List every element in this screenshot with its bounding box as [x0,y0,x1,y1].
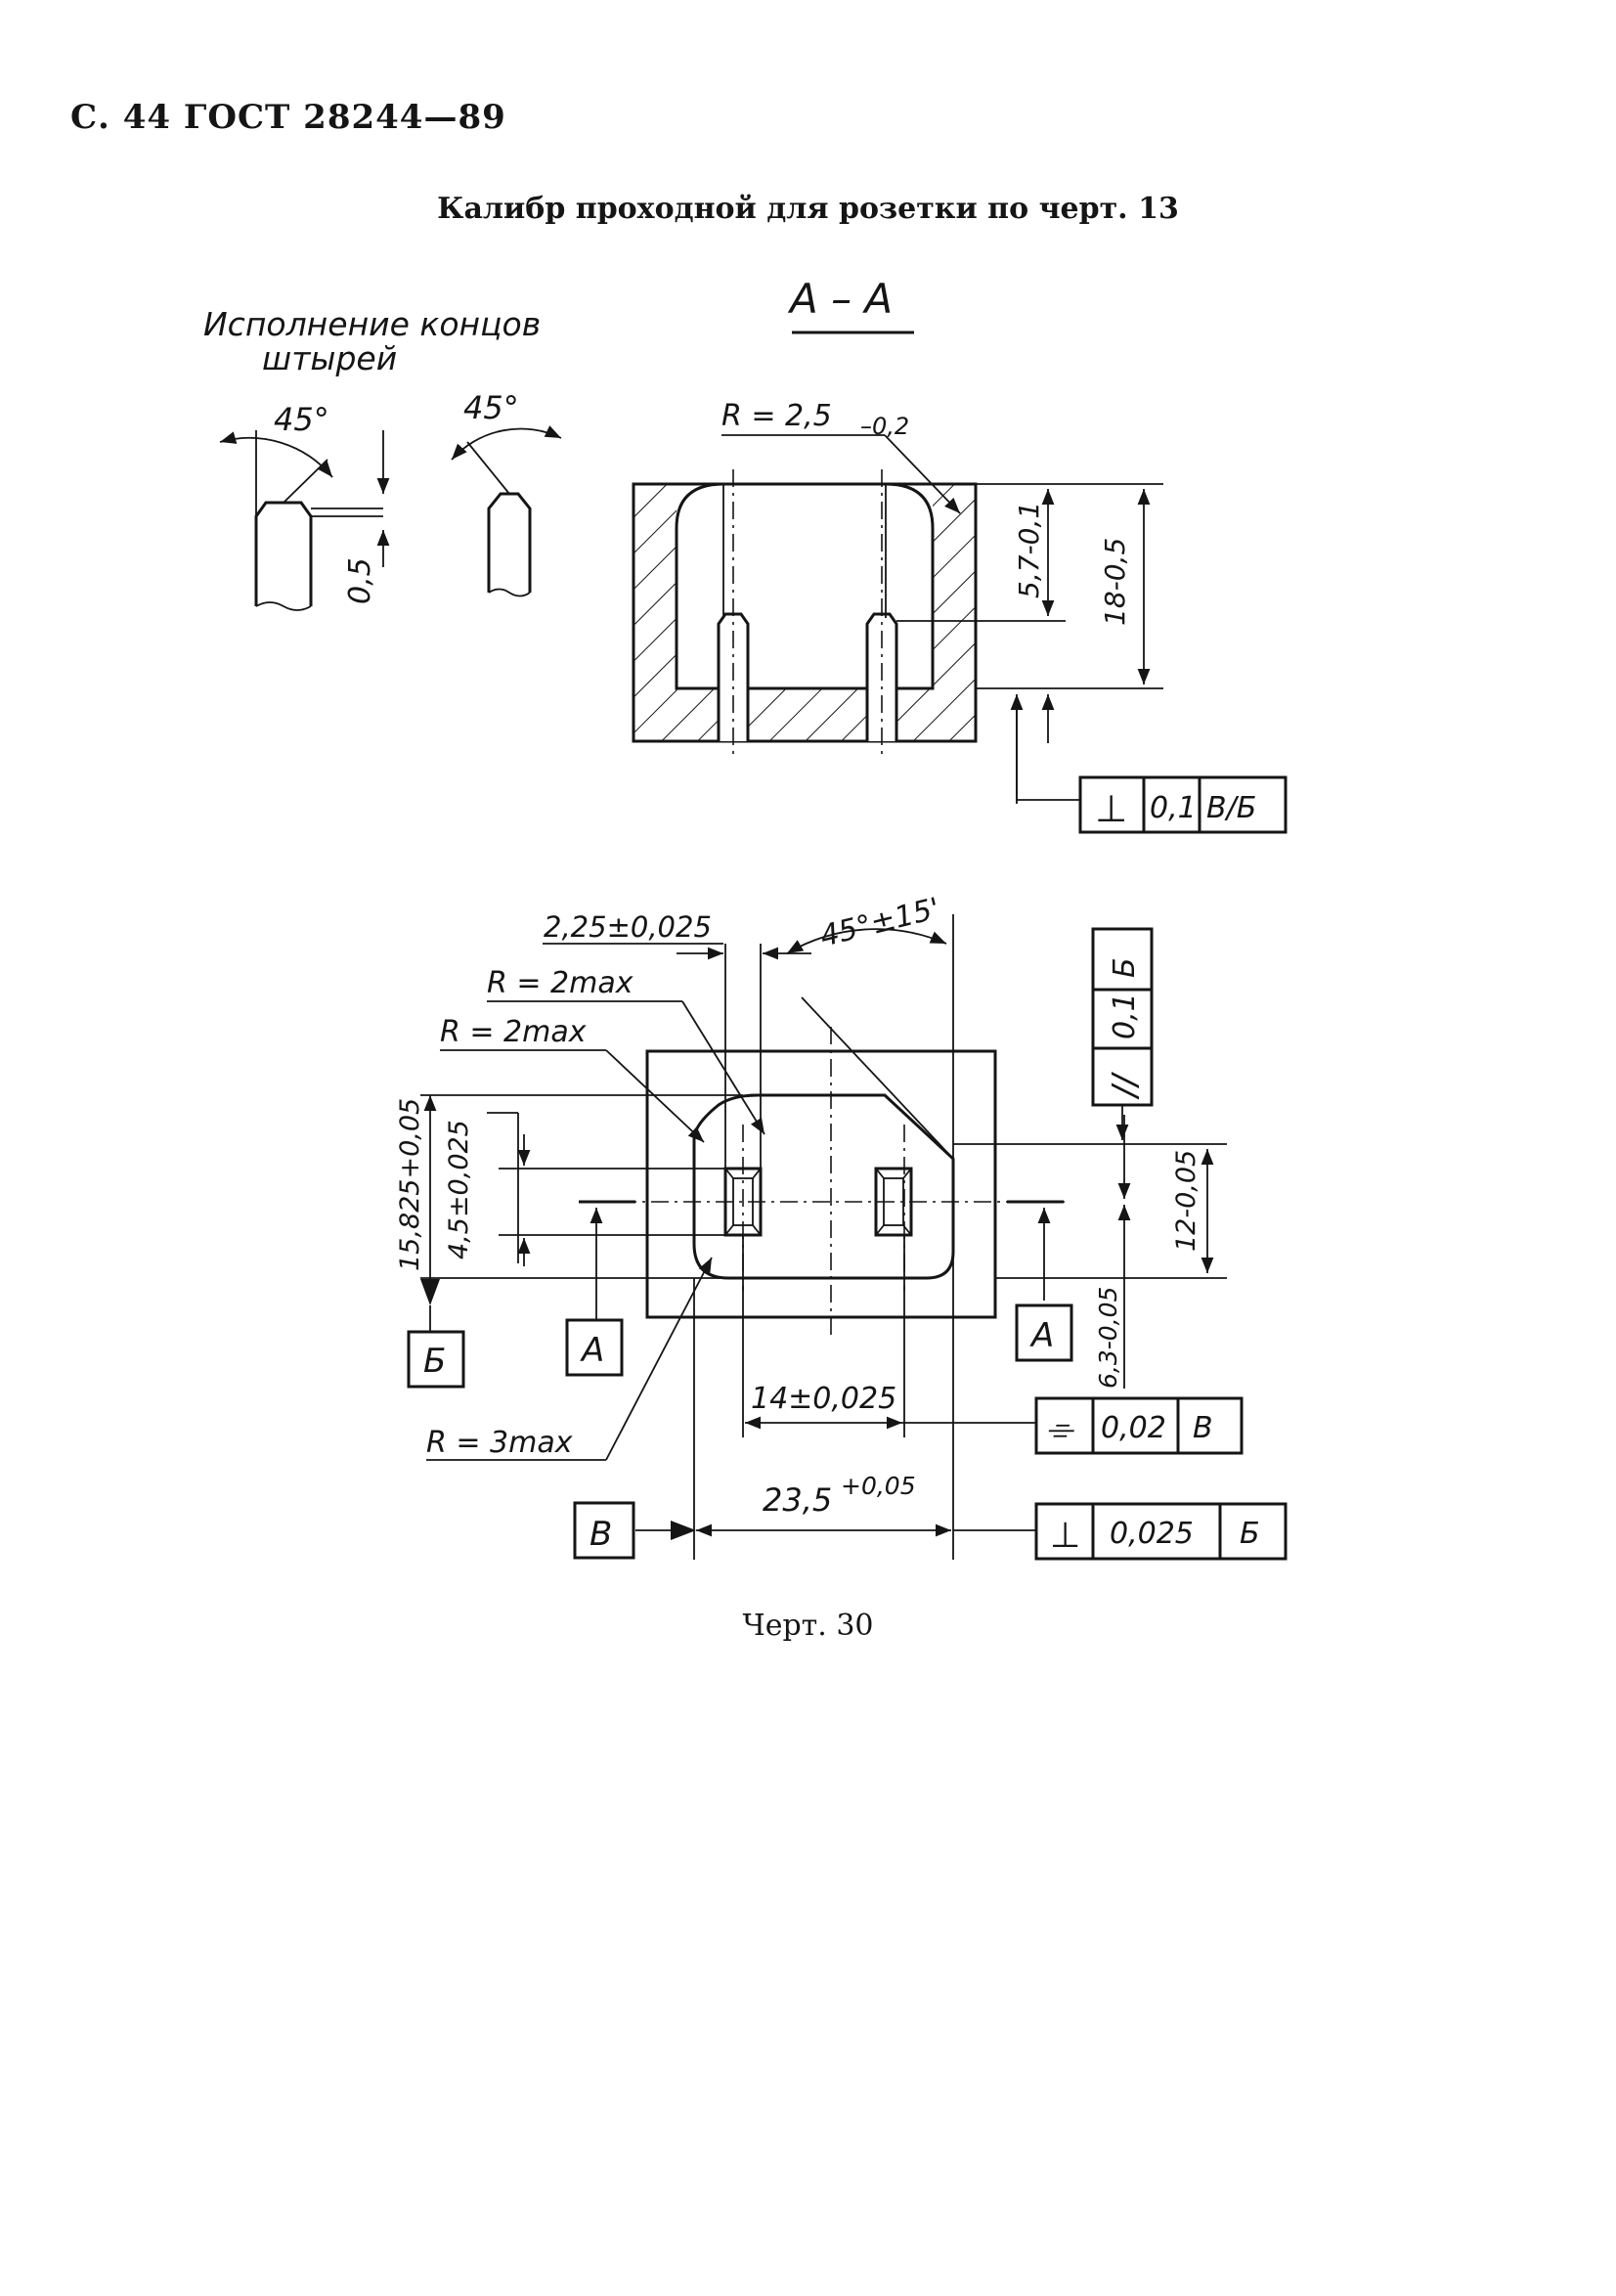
radius-2-label: R = 2max [440,1015,587,1049]
section-mark-right: А [1029,1316,1054,1355]
dim-63-label: 6,3-0,05 [1094,1287,1122,1389]
frame-parallel-value: 0,1 [1108,993,1142,1039]
frame-symmetry-symbol: ⌯ [1046,1409,1074,1448]
angle-right-label: 45° [463,389,519,426]
dim-pin-height: 4,5±0,025 [444,1120,474,1259]
datum-v-label: В [590,1515,612,1554]
plan-view: 2,25±0,025 45°±15' R = 2max R = 2max R =… [395,892,1288,1561]
chamfer-label: 0,5 [343,557,377,604]
dim-235-tol: +0,05 [841,1472,916,1500]
depth-label: 5,7-0,1 [1013,502,1045,598]
angle-left-label: 45° [274,401,329,438]
dim-235-label: 23,5 [763,1481,832,1519]
datum-b-label: Б [423,1342,446,1381]
height-label: 18-0,5 [1099,538,1131,626]
section-mark-left: А [580,1331,604,1370]
frame-perp-symbol: ⊥ [1050,1516,1080,1556]
frame-parallel-symbol: // [1106,1072,1145,1100]
section-frame-value: 0,1 [1150,791,1197,825]
radius-1-label: R = 2max [487,966,633,1000]
pin-end-note-line1: Исполнение концов [203,305,541,343]
drawing-caption: Черт. 30 [742,1609,874,1643]
pin-end-note-line2: штырей [262,339,397,377]
section-label: А – А [787,275,893,323]
dim-12-label: 12-0,05 [1171,1150,1201,1252]
frame-symmetry-value: 0,02 [1101,1411,1166,1445]
radius-3-label: R = 3max [426,1426,573,1460]
frame-perp-value: 0,025 [1110,1517,1194,1551]
drawing-title: Калибр проходной для розетки по черт. 13 [437,192,1179,226]
frame-parallel-datum: Б [1108,957,1142,978]
frame-perp-datum: Б [1240,1517,1260,1551]
plan-angle-label: 45°±15' [816,892,942,954]
pin-end-detail: Исполнение концов штырей 45° 0,5 45° [203,305,562,611]
section-a-a: А – А R = 2,5 –0,2 5,7-0,1 18-0,5 [632,275,1288,834]
section-frame-datum: В/Б [1206,791,1256,825]
dim-14-label: 14±0,025 [751,1382,896,1416]
page-header: С. 44 ГОСТ 28244—89 [70,98,506,137]
section-frame-symbol: ⊥ [1095,787,1127,830]
section-radius-label: R = 2,5 [721,399,832,433]
pin-width-label: 2,25±0,025 [544,910,712,944]
dim-vertical-total: 15,825+0,05 [395,1098,425,1271]
frame-symmetry-datum: В [1193,1411,1213,1445]
